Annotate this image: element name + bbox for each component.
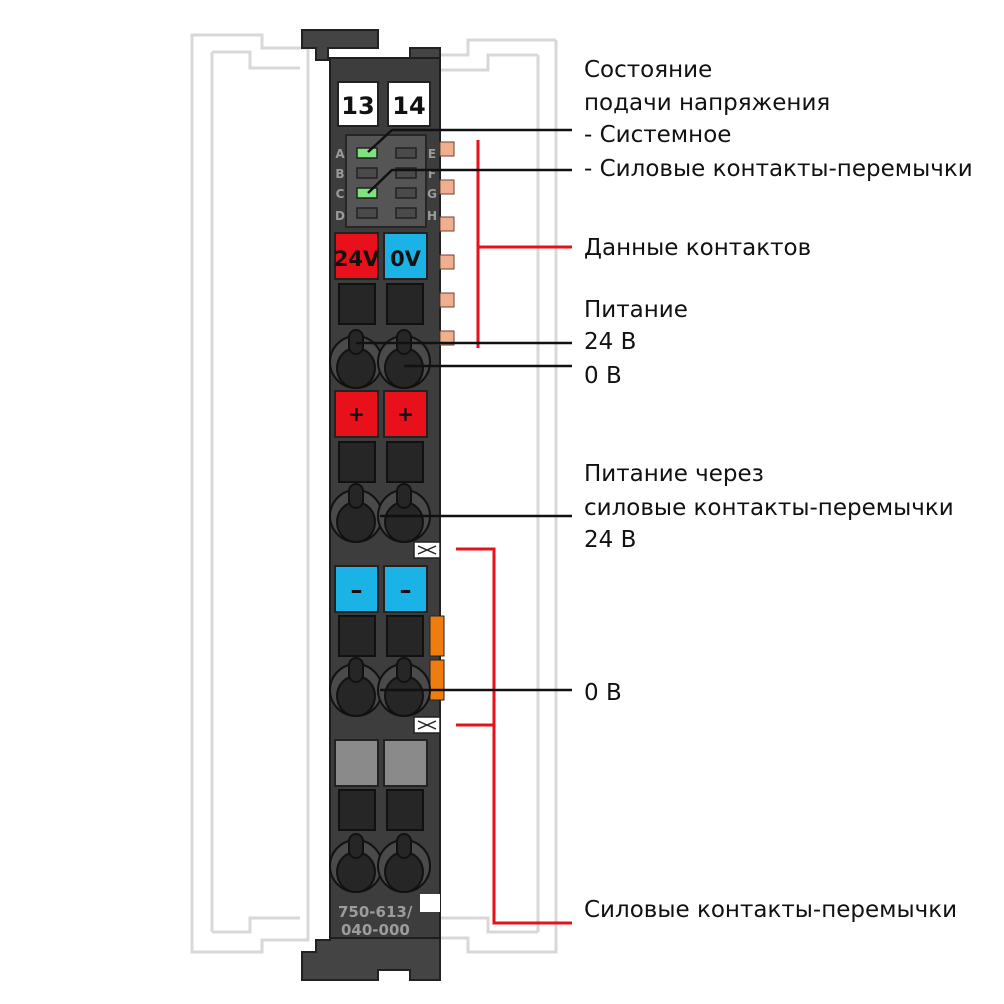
blank-terminal-labels: [334, 739, 428, 787]
supply-24v-label: 24V: [334, 247, 380, 271]
minus-label-2: –: [400, 576, 412, 604]
minus-label-1: –: [351, 576, 363, 604]
supply-0v-label: 0V: [390, 247, 422, 271]
callout-jumper-supply-line3: 24 В: [584, 527, 637, 553]
part-number-line2: 040-000: [341, 921, 410, 939]
part-number-line1: 750-613/: [338, 903, 413, 921]
minus-terminal-labels: – –: [334, 565, 428, 613]
din-rail: [190, 33, 558, 954]
callout-supply-line1: Питание: [584, 297, 688, 323]
data-contacts: [439, 141, 455, 346]
led-row-b: B: [335, 167, 344, 181]
callout-jumper-supply-line1: Питание через: [584, 461, 764, 487]
push-buttons: [338, 283, 424, 831]
leader-lines: [356, 128, 572, 692]
led-row-g: G: [427, 187, 437, 201]
callout-status-line4: - Силовые контакты-перемычки: [584, 156, 973, 182]
plus-label-2: +: [397, 402, 414, 426]
led-row-h: H: [427, 209, 437, 223]
led-row-e: E: [428, 147, 436, 161]
callout-data-contacts: Данные контактов: [584, 235, 812, 261]
callout-status-line3: - Системное: [584, 122, 732, 148]
plus-terminal-labels: + +: [334, 390, 428, 438]
wire-entries: [329, 329, 431, 893]
led-row-c: C: [336, 187, 345, 201]
callout-status-line2: подачи напряжения: [584, 90, 831, 116]
led-panel: A B C D E F G H: [335, 134, 437, 228]
callout-supply-line3: 0 В: [584, 363, 622, 389]
led-a-green: [356, 147, 378, 159]
led-row-d: D: [335, 209, 345, 223]
plus-label-1: +: [348, 402, 365, 426]
callout-jumper-supply-line2: силовые контакты-перемычки: [584, 495, 954, 521]
callout-supply-line2: 24 В: [584, 329, 637, 355]
red-brackets: [456, 140, 572, 925]
slot-numbers: 13 14: [337, 81, 431, 127]
callout-power-jumper-contacts: Силовые контакты-перемычки: [584, 897, 958, 923]
slot-13-label: 13: [341, 92, 374, 120]
led-c-green: [356, 187, 378, 199]
callout-zero-v: 0 В: [584, 680, 622, 706]
callout-status-line1: Состояние: [584, 57, 713, 83]
led-row-f: F: [428, 167, 436, 181]
slot-14-label: 14: [392, 92, 425, 120]
supply-terminal-labels: 24V 0V: [334, 232, 428, 280]
led-row-a: A: [335, 147, 345, 161]
